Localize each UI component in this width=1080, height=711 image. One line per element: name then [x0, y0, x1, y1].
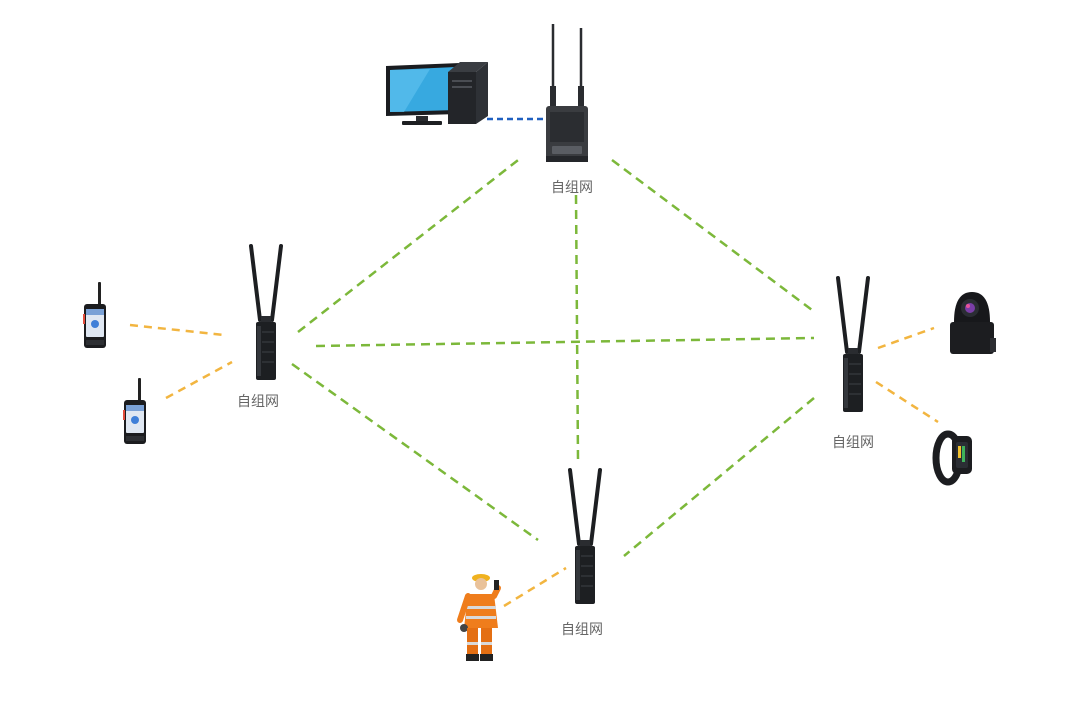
- link-handheld1: [129, 323, 225, 337]
- mesh-node-right: [836, 276, 870, 414]
- link-left-bottom: [291, 362, 539, 542]
- manpack-radio-icon: [249, 244, 283, 382]
- node-label-right: 自组网: [832, 435, 874, 451]
- manpack-radio-icon: [836, 276, 870, 414]
- link-band: [875, 380, 939, 424]
- link-firefighter: [503, 566, 567, 608]
- node-label-left: 自组网: [237, 394, 279, 410]
- access-links: [129, 323, 939, 608]
- node-label-top: 自组网: [551, 180, 593, 196]
- link-camera: [877, 326, 935, 350]
- handheld-radio-icon: [123, 378, 146, 444]
- link-top-bottom: [574, 194, 580, 461]
- mesh-node-bottom: [568, 468, 602, 606]
- base-station-icon: [546, 24, 588, 162]
- desktop-computer-icon: [386, 62, 488, 125]
- mesh-node-left: [249, 244, 283, 382]
- link-right-bottom: [623, 397, 815, 557]
- node-label-bottom: 自组网: [561, 622, 603, 638]
- firefighter-icon: [457, 574, 501, 661]
- ptz-camera-icon: [950, 292, 996, 354]
- link-top-left: [297, 156, 523, 333]
- link-top-right: [611, 159, 813, 311]
- mesh-links: [291, 156, 815, 557]
- handheld-radio-icon: [83, 282, 106, 348]
- smart-band-icon: [932, 430, 972, 486]
- link-left-right: [315, 336, 815, 348]
- manpack-radio-icon: [568, 468, 602, 606]
- link-handheld2: [165, 360, 233, 400]
